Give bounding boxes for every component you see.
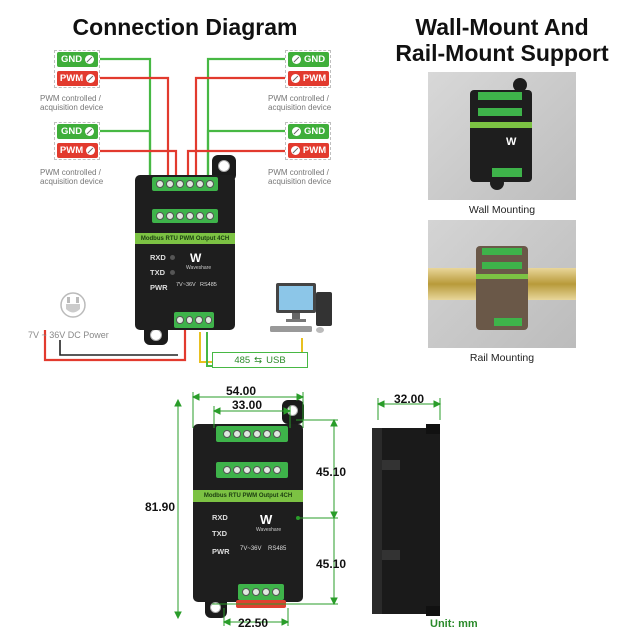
rs485-label: RS485	[200, 282, 217, 288]
txd-led	[170, 270, 175, 275]
brand-label: Waveshare	[256, 527, 282, 533]
power-wire-black	[59, 340, 178, 356]
module-connection: Modbus RTU PWM Output 4CH RXD TXD PWR W …	[130, 155, 240, 345]
screw-icon	[85, 55, 95, 64]
dim-half-lower: 45.10	[316, 557, 347, 571]
dim-half-upper: 45.10	[316, 465, 347, 479]
power-wire-red	[43, 330, 187, 362]
dim-depth: 32.00	[394, 392, 425, 406]
connection-diagram-title: Connection Diagram	[72, 14, 298, 40]
usb-text: USB	[266, 354, 286, 366]
pwr-label: PWR	[150, 283, 168, 292]
computer-icon	[270, 283, 332, 333]
mount-support-title-line1: Wall-Mount And	[415, 14, 589, 40]
terminal-block-second	[152, 209, 218, 223]
dim-bottom-width: 22.50	[238, 616, 269, 630]
dim-width-outer: 54.00	[226, 384, 257, 398]
rxd-led	[170, 255, 175, 260]
screw-icon	[290, 146, 300, 155]
screw-icon	[290, 74, 300, 83]
module-body	[135, 175, 235, 330]
usb-link-label: 485 ⇆ USB	[212, 352, 308, 368]
unit-label: Unit: mm	[430, 618, 478, 630]
device-caption: PWM controlled /acquisition device	[268, 168, 332, 186]
pwm-wires	[100, 76, 285, 180]
wall-mounting-caption: Wall Mounting	[468, 204, 536, 216]
device-box-bottom-left	[54, 122, 100, 160]
rxd-label: RXD	[150, 253, 166, 262]
device-caption: PWM controlled /acquisition device	[268, 94, 332, 112]
voltage-label: 7V~36V	[240, 546, 262, 552]
device-caption: PWM controlled /acquisition device	[40, 94, 104, 112]
power-caption: 7V ~ 36V DC Power	[28, 330, 109, 340]
txd-label: TXD	[212, 529, 227, 538]
module-dimension-front: Modbus RTU PWM Output 4CH RXD TXD PWR W …	[188, 400, 348, 618]
mount-ear-top	[282, 400, 304, 424]
module-side-view	[372, 424, 440, 616]
terminal-block-bottom	[174, 312, 214, 328]
module-body	[193, 424, 303, 602]
device-box-bottom-right	[285, 122, 331, 160]
brand-label: Waveshare	[186, 265, 212, 271]
dim-height-total: 81.90	[145, 500, 176, 514]
rail-mounting-photo	[428, 220, 576, 348]
rs485-label: RS485	[268, 546, 287, 552]
rxd-label: RXD	[212, 513, 228, 522]
pwm-tag: PWM	[57, 71, 98, 86]
gnd-tag: GND	[288, 52, 329, 67]
terminal-block-top	[152, 177, 218, 191]
connection-wires	[43, 57, 303, 367]
pwr-label: PWR	[212, 547, 230, 556]
dimension-lines	[174, 392, 442, 626]
screw-icon	[86, 74, 96, 83]
terminal-block-top	[216, 426, 288, 442]
device-box-top-left	[54, 50, 100, 88]
rail-mounting-caption: Rail Mounting	[469, 352, 535, 364]
rs485-text: 485	[234, 354, 251, 366]
module-name-strip: Modbus RTU PWM Output 4CH	[135, 233, 235, 244]
gnd-tag: GND	[57, 52, 98, 67]
gnd-tag: GND	[288, 124, 329, 139]
wall-mounting-photo: W	[428, 72, 576, 200]
gnd-wires	[100, 57, 285, 180]
txd-label: TXD	[150, 268, 165, 277]
dim-width-inner: 33.00	[232, 398, 263, 412]
screw-icon	[85, 127, 95, 136]
terminal-block-second	[216, 462, 288, 478]
device-box-top-right	[285, 50, 331, 88]
waveshare-logo-icon: W	[260, 512, 273, 527]
pwm-tag: PWM	[57, 143, 98, 158]
pwm-tag: PWM	[288, 71, 329, 86]
bidirectional-arrow-icon: ⇆	[254, 354, 263, 366]
power-plug-icon	[60, 292, 86, 318]
screw-icon	[86, 146, 96, 155]
screw-icon	[291, 127, 301, 136]
pwm-tag: PWM	[288, 143, 329, 158]
voltage-label: 7V~36V	[176, 282, 196, 288]
module-name-strip: Modbus RTU PWM Output 4CH	[193, 490, 303, 502]
screw-icon	[291, 55, 301, 64]
waveshare-logo-icon: W	[190, 251, 202, 265]
gnd-tag: GND	[57, 124, 98, 139]
mount-support-title-line2: Rail-Mount Support	[395, 40, 609, 66]
terminal-block-bottom	[238, 584, 284, 600]
device-caption: PWM controlled /acquisition device	[40, 168, 104, 186]
